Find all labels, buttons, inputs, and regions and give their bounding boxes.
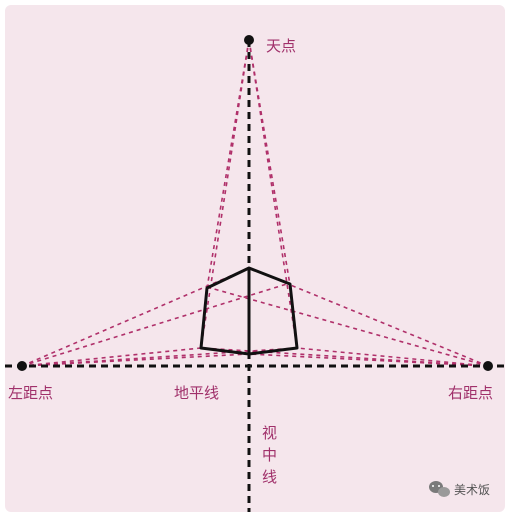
left-point-label: 左距点 xyxy=(8,384,53,402)
left-to-top-right-line xyxy=(21,282,291,367)
horizon-label: 地平线 xyxy=(174,384,219,402)
left-to-top-back-line xyxy=(21,267,250,367)
left-point-dot xyxy=(17,361,27,371)
left-to-bottom-left-line xyxy=(21,347,202,367)
center-line-label-1: 视 xyxy=(262,424,277,442)
top-to-back-right-line xyxy=(248,39,291,286)
construction-lines xyxy=(21,39,489,367)
watermark-text: 美术饭 xyxy=(454,483,490,497)
right-point-dot xyxy=(483,361,493,371)
background-panel xyxy=(5,5,505,512)
right-to-top-back-line xyxy=(248,267,489,367)
watermark: 美术饭 xyxy=(429,481,490,497)
left-to-bottom-front-line xyxy=(21,353,250,367)
wechat-icon xyxy=(429,481,450,497)
top-point-label: 天点 xyxy=(266,37,296,55)
right-point-label: 右距点 xyxy=(448,384,493,402)
center-line-label-2: 中 xyxy=(262,446,277,464)
top-to-back-left-line xyxy=(206,39,250,289)
right-to-top-left-line xyxy=(206,286,489,367)
top-point-dot xyxy=(244,35,254,45)
left-to-bottom-right-line xyxy=(21,347,298,367)
center-line-label-3: 线 xyxy=(262,468,277,486)
cube xyxy=(199,266,299,356)
